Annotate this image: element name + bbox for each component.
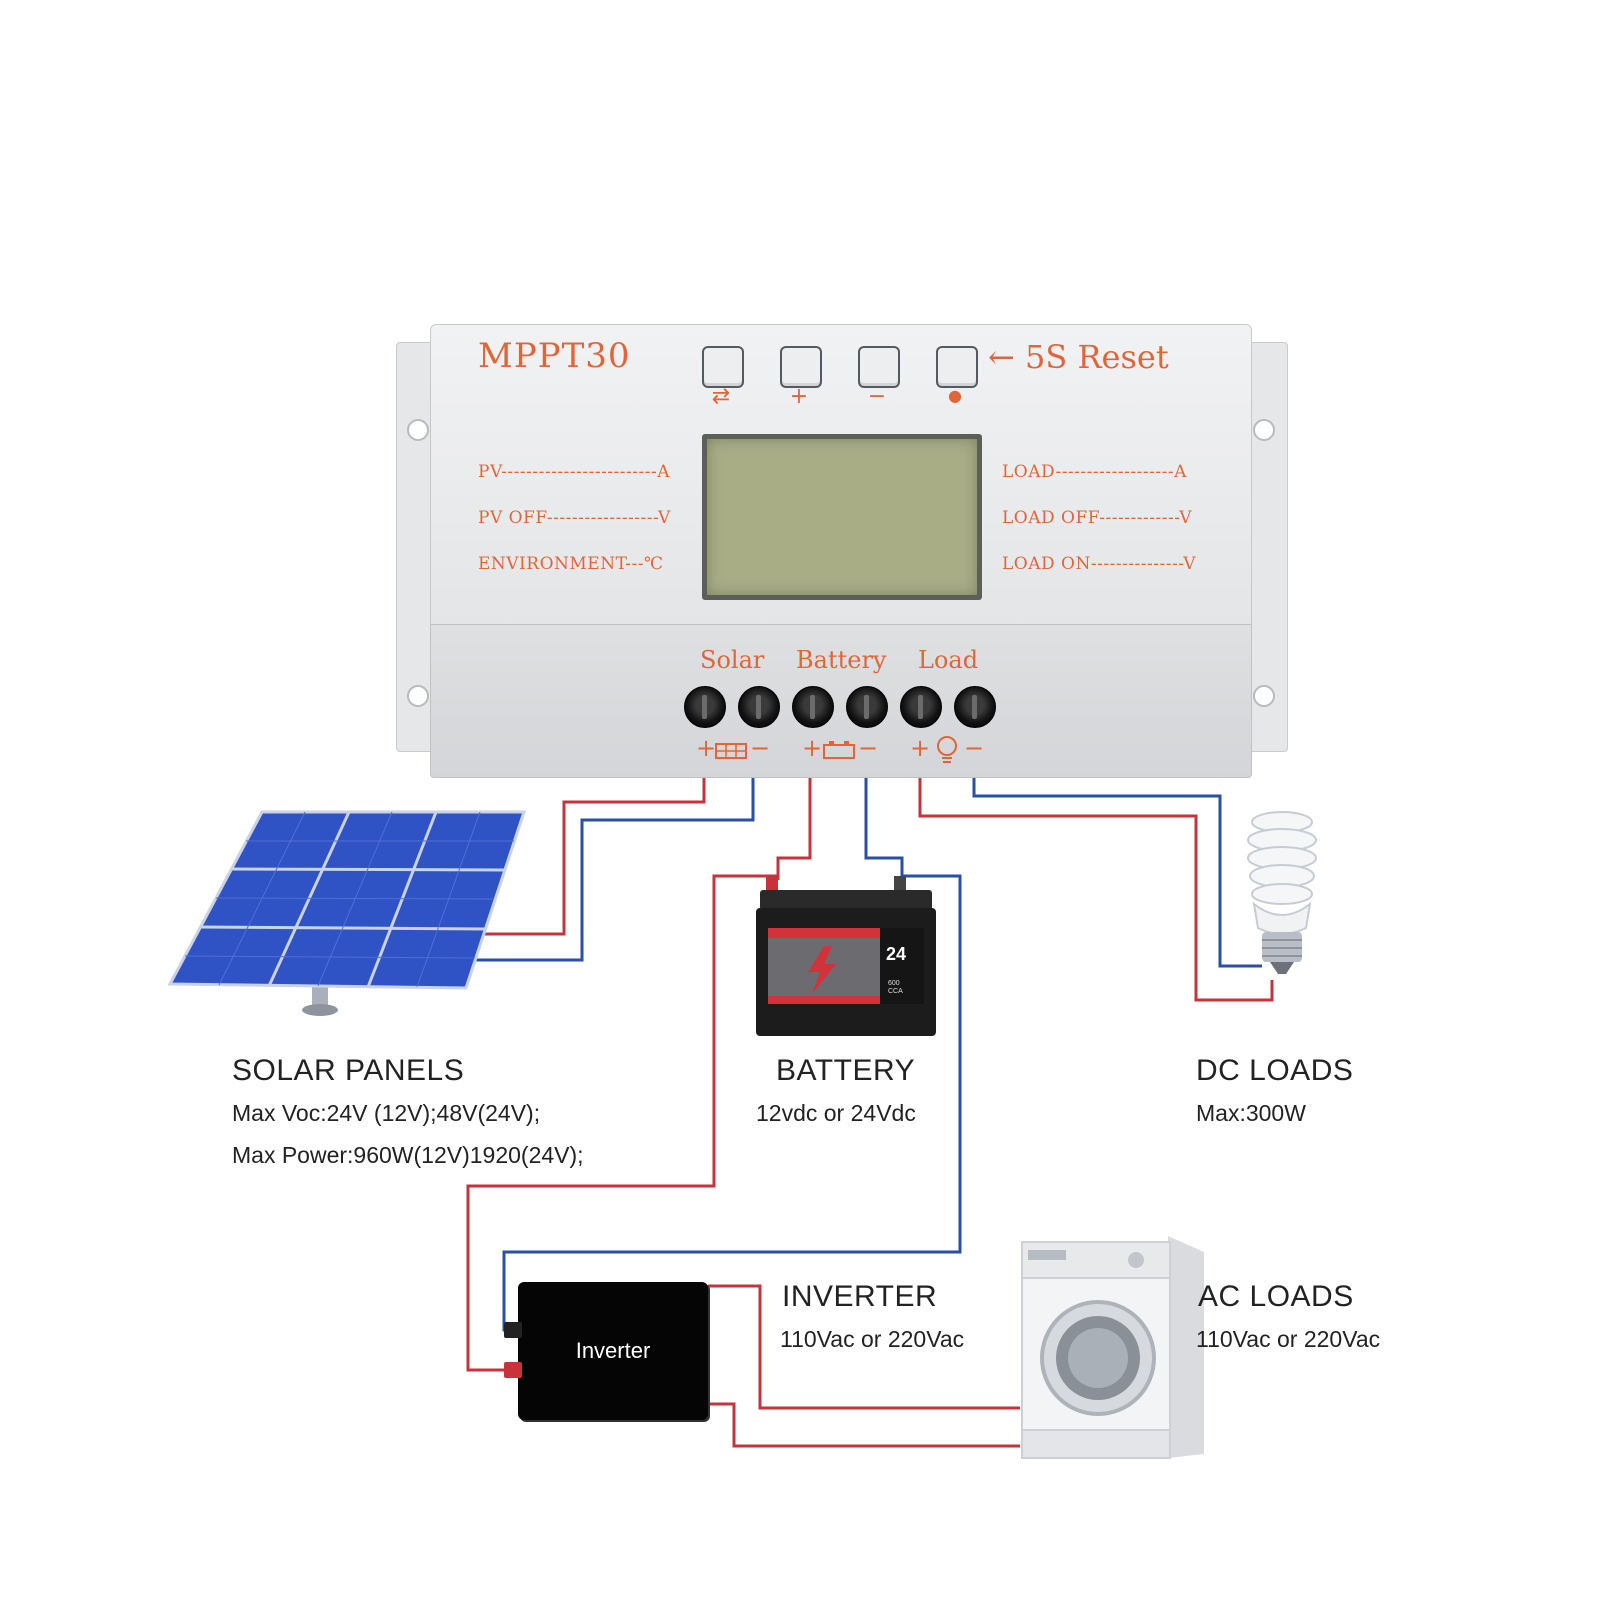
battery-icon	[823, 741, 855, 759]
solar-panel-icon	[715, 743, 747, 759]
load-on-voltage-label: LOAD ON---------------V	[1002, 554, 1197, 574]
load-minus-mark: −	[964, 734, 985, 762]
solar-panels-title: SOLAR PANELS	[232, 1054, 465, 1087]
washing-machine-illustration	[1021, 1236, 1204, 1459]
inverter-device: Inverter	[504, 1282, 708, 1420]
mounting-hole	[1253, 685, 1275, 707]
solar-plus-mark: +	[696, 734, 717, 762]
terminal-screw-load-negative[interactable]	[954, 686, 996, 728]
ac-loads-voltage-spec: 110Vac or 220Vac	[1196, 1326, 1381, 1352]
solar-positive-wire	[474, 778, 706, 936]
load-off-voltage-label: LOAD OFF-------------V	[1002, 508, 1193, 528]
switch-arrows-icon: ⇄	[711, 384, 731, 409]
load-current-label: LOAD-------------------A	[1002, 462, 1187, 482]
battery-cca-label: 600 CCA	[888, 980, 903, 995]
lcd-screen	[702, 434, 982, 600]
terminal-block	[430, 624, 1252, 778]
dc-loads-spec: Max:300W	[1196, 1100, 1306, 1126]
lamp-icon	[937, 736, 957, 763]
battery-title: BATTERY	[776, 1054, 916, 1087]
battery-plus-mark: +	[802, 734, 823, 762]
battery-illustration	[756, 876, 936, 1036]
battery-group-badge: 24	[886, 944, 907, 964]
solar-panel-illustration	[167, 810, 527, 1016]
battery-terminal-label: Battery	[796, 646, 887, 674]
solar-power-spec: Max Power:960W(12V)1920(24V);	[232, 1142, 584, 1168]
battery-negative-wire	[864, 778, 904, 880]
model-label: MPPT30	[478, 336, 631, 376]
terminal-screw-solar-negative[interactable]	[738, 686, 780, 728]
battery-minus-mark: −	[858, 734, 879, 762]
plus-button[interactable]	[780, 346, 822, 388]
dc-loads-title: DC LOADS	[1196, 1054, 1354, 1087]
mode-button[interactable]	[702, 346, 744, 388]
inverter-negative-terminal	[504, 1322, 522, 1338]
cfl-bulb-illustration	[1247, 811, 1317, 974]
terminal-screw-load-positive[interactable]	[900, 686, 942, 728]
minus-button[interactable]	[858, 346, 900, 388]
solar-terminal-label: Solar	[700, 646, 765, 674]
inverter-title: INVERTER	[782, 1280, 938, 1313]
reset-hint: ← 5S Reset	[988, 338, 1169, 376]
pv-off-voltage-label: PV OFF------------------V	[478, 508, 671, 528]
plus-icon: +	[789, 384, 809, 409]
load-terminal-label: Load	[918, 646, 979, 674]
mounting-hole	[407, 419, 429, 441]
load-plus-mark: +	[910, 734, 931, 762]
terminal-screw-battery-positive[interactable]	[792, 686, 834, 728]
inverter-voltage-spec: 110Vac or 220Vac	[780, 1326, 965, 1352]
ac-line-wire	[708, 1284, 1020, 1410]
terminal-screw-battery-negative[interactable]	[846, 686, 888, 728]
battery-positive-wire	[776, 778, 812, 880]
inverter-device-label: Inverter	[575, 1338, 651, 1363]
bulb-icon: ●	[948, 386, 962, 405]
inverter-positive-wire	[466, 874, 778, 1372]
ac-loads-title: AC LOADS	[1198, 1280, 1354, 1313]
environment-temp-label: ENVIRONMENT---℃	[478, 554, 664, 574]
battery-voltage-spec: 12vdc or 24Vdc	[756, 1100, 916, 1126]
load-positive-wire	[918, 778, 1274, 1002]
mounting-hole	[1253, 419, 1275, 441]
light-button[interactable]	[936, 346, 978, 388]
pv-current-label: PV-------------------------A	[478, 462, 671, 482]
minus-icon: −	[867, 384, 887, 409]
solar-negative-wire	[460, 778, 755, 962]
ac-neutral-wire	[708, 1402, 1020, 1448]
mounting-hole	[407, 685, 429, 707]
terminal-screw-solar-positive[interactable]	[684, 686, 726, 728]
solar-minus-mark: −	[750, 734, 771, 762]
inverter-positive-terminal	[504, 1362, 522, 1378]
load-negative-wire	[972, 778, 1262, 968]
solar-voc-spec: Max Voc:24V (12V);48V(24V);	[232, 1100, 541, 1126]
